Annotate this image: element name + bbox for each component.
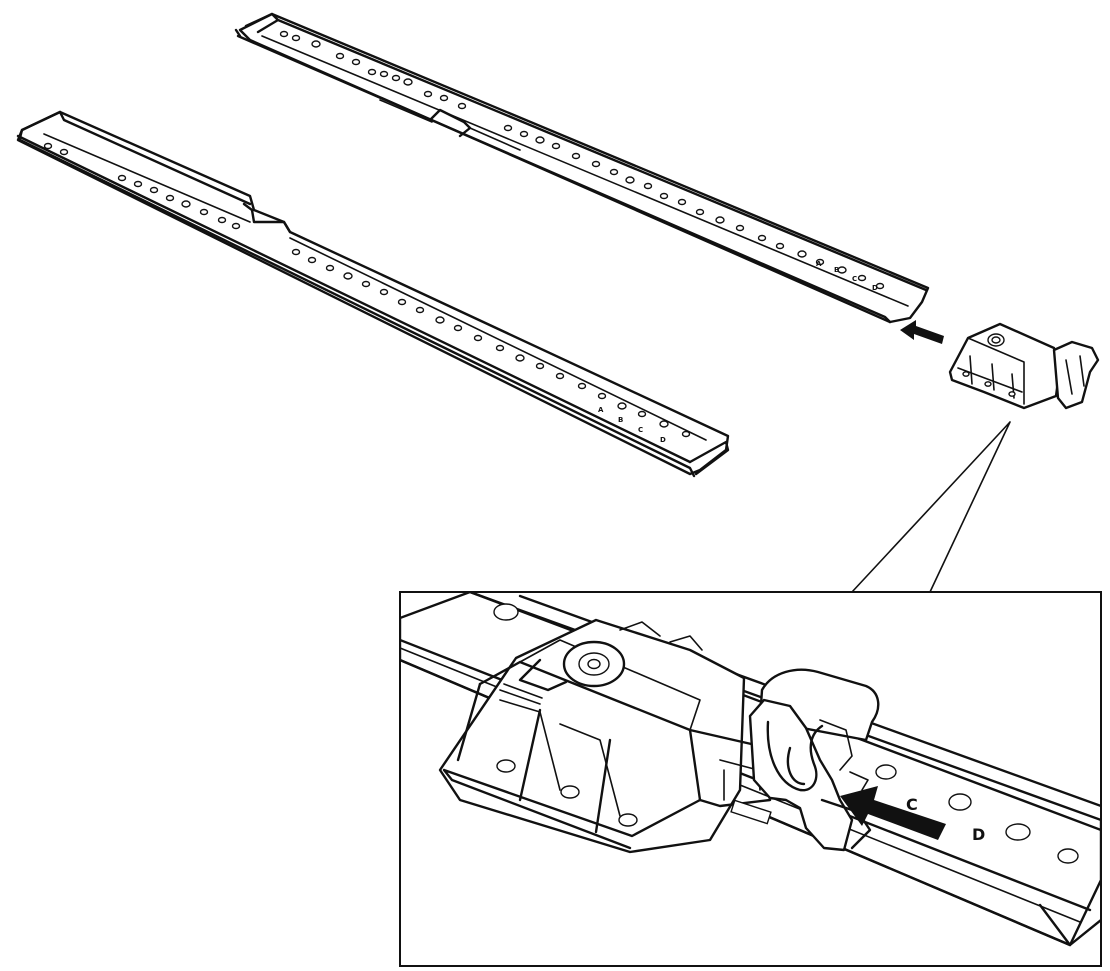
front-rail-top-lip: [18, 110, 252, 206]
svg-text:C: C: [906, 795, 918, 814]
svg-text:D: D: [660, 436, 666, 444]
arrow-small: [900, 320, 944, 344]
svg-text:C: C: [638, 426, 643, 434]
front-rail-marks: A B C D: [598, 406, 666, 444]
inset-latch: [748, 668, 880, 852]
svg-text:D: D: [872, 284, 878, 292]
inset-bracket: [438, 618, 772, 854]
front-rail-notch: [242, 202, 292, 234]
rear-rail-slot: [428, 108, 472, 138]
front-rail-web: [16, 110, 730, 476]
svg-text:C: C: [852, 275, 857, 283]
front-rail-inner-line: [43, 133, 707, 441]
rear-rail-upper-flange: [244, 12, 928, 292]
rail-bracket-small: [948, 322, 1100, 410]
rear-rail-lower-flange: [234, 28, 892, 324]
svg-text:A: A: [816, 260, 822, 268]
rear-rail-marks: A B C D: [816, 260, 878, 292]
detail-inset: C D: [399, 591, 1102, 967]
svg-text:B: B: [834, 266, 839, 274]
front-rail-holes: [43, 142, 691, 438]
bracket-small-clip: [1052, 340, 1100, 410]
arrow-large: [840, 786, 946, 840]
callout-leader: [851, 421, 1011, 593]
latch-body: [748, 698, 854, 852]
front-rail-lower-flange: [16, 134, 696, 478]
rear-rail-holes: [279, 30, 885, 290]
bracket-small-body: [948, 322, 1062, 410]
front-rail-end: [688, 440, 730, 476]
front-rail: A B C D: [16, 110, 730, 478]
svg-text:A: A: [598, 406, 604, 414]
rear-rail-inner-line: [261, 35, 909, 307]
svg-text:D: D: [972, 825, 985, 844]
rear-rail: A B C D: [234, 12, 930, 324]
svg-text:B: B: [618, 416, 623, 424]
